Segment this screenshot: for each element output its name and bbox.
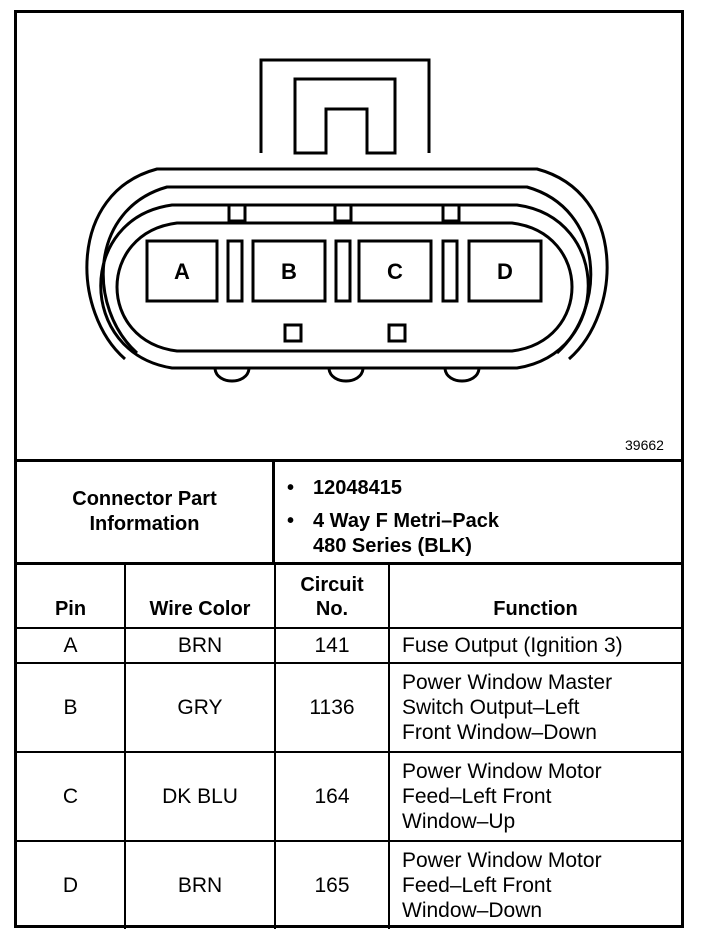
connector-part-info-label: Connector Part Information [17,462,275,562]
divider [17,459,681,462]
pinout-table: Pin Wire Color Circuit No. Function A BR… [17,565,681,929]
table-row: C DK BLU 164 Power Window Motor Feed–Lef… [17,751,681,842]
cavity-divider [441,239,459,303]
cell-pin: B [17,662,126,753]
header-wire-color: Wire Color [124,565,276,629]
cell-function: Power Window Motor Feed–Left Front Windo… [388,840,681,929]
bullet: • [287,477,295,499]
function-line: Feed–Left Front [402,785,552,808]
cell-function: Power Window Motor Feed–Left Front Windo… [388,751,681,842]
pin-label-d: D [497,259,513,284]
cell-wire-color: BRN [124,627,276,664]
connector-part-info-values: • 12048415 • 4 Way F Metri–Pack 480 Seri… [287,476,499,559]
notch [227,203,247,223]
cell-wire-color: GRY [124,662,276,753]
pin-cavity-a [145,239,219,303]
cell-function: Power Window Master Switch Output–Left F… [388,662,681,753]
pin-cavity-c [357,239,433,303]
connector-face-diagram: A B C D [85,58,609,383]
function-line: Front Window–Down [402,721,597,744]
connector-outer-shell [85,167,609,361]
header-circuit-line2: No. [315,598,349,620]
cell-wire-color: DK BLU [124,751,276,842]
table-header-row: Pin Wire Color Circuit No. Function [17,565,681,629]
header-circuit: Circuit No. [274,565,390,629]
cell-circuit: 164 [274,751,390,842]
pin-label-c: C [387,259,403,284]
connector-foot [213,368,251,383]
connector-diagram-frame: A B C D 39662 Connector Part Information… [14,10,684,929]
connector-type-line2: 480 Series (BLK) [313,535,472,557]
connector-shell-inner [99,203,590,370]
notch [387,323,407,343]
connector-latch [259,58,431,153]
notch [283,323,303,343]
cavity-divider [226,239,244,303]
connector-type-line1: 4 Way F Metri–Pack [313,510,500,532]
cell-function: Fuse Output (Ignition 3) [388,627,681,664]
function-line: Window–Up [402,810,516,833]
connector-pin-cavity-housing [115,221,574,353]
pin-label-a: A [174,259,190,284]
cavity-divider [334,239,352,303]
function-line: Power Window Motor [402,760,602,783]
function-line: Power Window Motor [402,849,602,872]
pin-cavity-b [251,239,327,303]
connector-type-item: • 4 Way F Metri–Pack [287,509,499,534]
label-line: Information [89,513,200,535]
header-pin: Pin [17,565,126,629]
connector-part-info-section: Connector Part Information • 12048415 • … [17,462,681,565]
cell-pin: C [17,751,126,842]
header-circuit-line1: Circuit [300,574,364,596]
connector-foot [443,368,481,383]
connector-foot [327,368,365,383]
function-line: Window–Down [402,899,543,922]
pin-cavity-d [467,239,543,303]
figure-number: 39662 [625,437,664,453]
cell-pin: D [17,840,126,929]
cell-circuit: 1136 [274,662,390,753]
function-line: Power Window Master [402,671,613,694]
label-line: Connector Part [72,488,217,510]
connector-latch-t [293,77,397,155]
cell-circuit: 165 [274,840,390,929]
part-number-item: • 12048415 [287,476,499,501]
function-line: Fuse Output (Ignition 3) [402,634,623,657]
cell-circuit: 141 [274,627,390,664]
header-function: Function [388,565,681,629]
pin-label-b: B [281,259,297,284]
table-row: B GRY 1136 Power Window Master Switch Ou… [17,662,681,753]
cell-wire-color: BRN [124,840,276,929]
notch [441,203,461,223]
part-number: 12048415 [313,477,402,499]
cell-pin: A [17,627,126,664]
notch [333,203,353,223]
function-line: Feed–Left Front [402,874,552,897]
bullet: • [287,510,295,532]
table-row: D BRN 165 Power Window Motor Feed–Left F… [17,840,681,929]
table-row: A BRN 141 Fuse Output (Ignition 3) [17,627,681,664]
function-line: Switch Output–Left [402,696,580,719]
